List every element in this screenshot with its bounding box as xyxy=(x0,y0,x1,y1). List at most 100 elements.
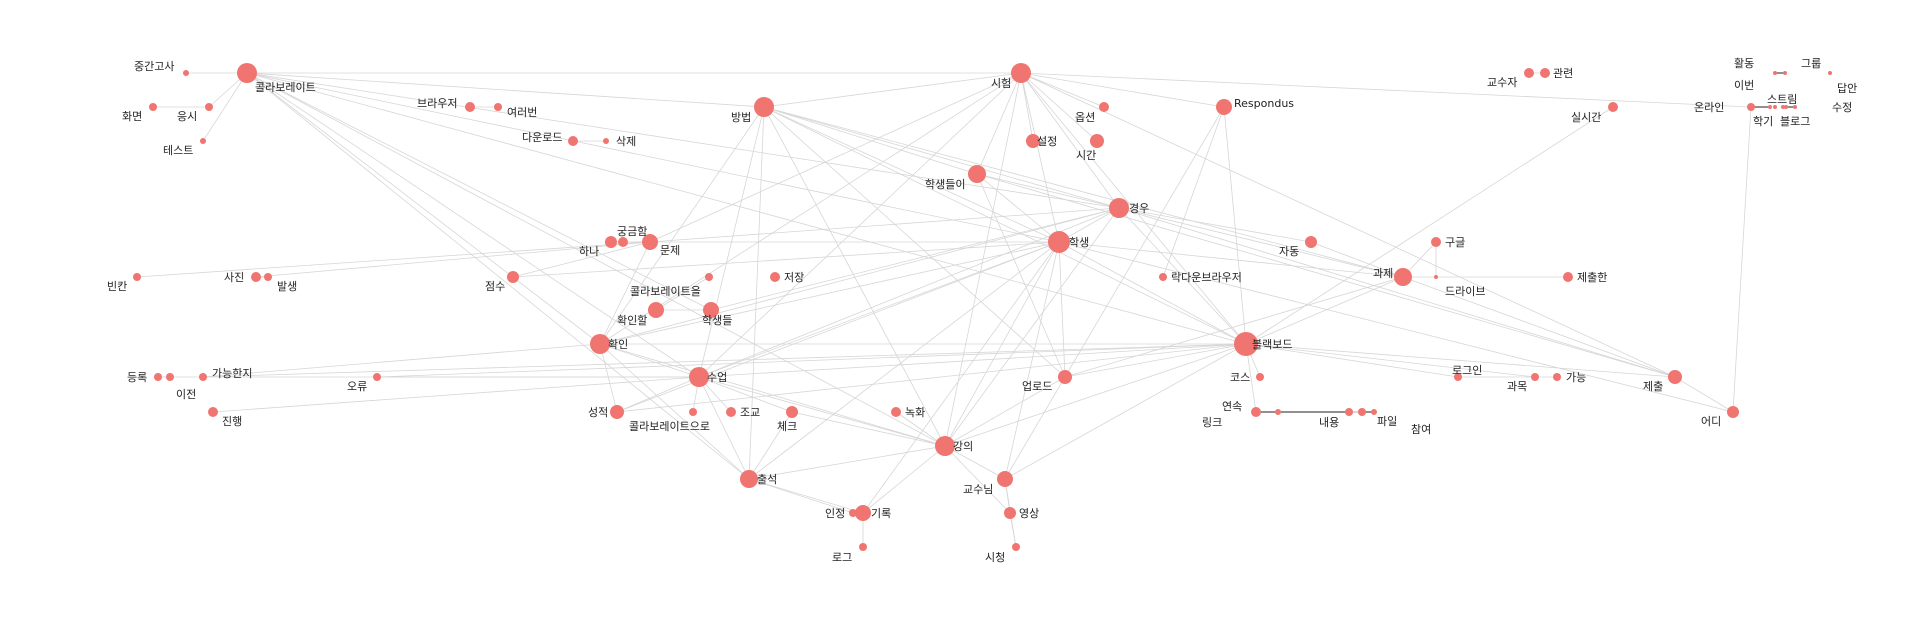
node-n_link[interactable] xyxy=(1251,407,1261,417)
node-n_photo[interactable] xyxy=(251,272,261,282)
node-n_download[interactable] xyxy=(568,136,578,146)
node-label-n_error: 오류 xyxy=(347,380,367,393)
node-n_log[interactable] xyxy=(859,543,867,551)
node-n_time[interactable] xyxy=(1090,134,1104,148)
node-n_edit[interactable] xyxy=(1793,105,1797,109)
node-label-n_record: 기록 xyxy=(871,507,891,520)
edge-n_test-n_collab xyxy=(202,72,248,142)
node-n_lookup[interactable] xyxy=(726,407,736,417)
node-n_upload[interactable] xyxy=(1058,370,1072,384)
node-n_activity[interactable] xyxy=(1773,71,1777,75)
node-n_prof[interactable] xyxy=(997,471,1013,487)
node-label-n_screen: 화면 xyxy=(122,110,142,123)
node-n_student[interactable] xyxy=(1048,231,1070,253)
node-n_certify[interactable] xyxy=(849,509,857,517)
node-n_score[interactable] xyxy=(507,271,519,283)
node-n_subject[interactable] xyxy=(1531,373,1539,381)
edge-n_method-n_student xyxy=(763,106,1060,243)
node-label-n_method: 방법 xyxy=(731,111,751,124)
node-n_one[interactable] xyxy=(605,236,617,248)
node-n_options[interactable] xyxy=(1099,102,1109,112)
node-n_screen[interactable] xyxy=(149,103,157,111)
node-n_semester[interactable] xyxy=(1768,105,1772,109)
node-n_collab[interactable] xyxy=(237,63,257,83)
node-n_proceed[interactable] xyxy=(208,407,218,417)
edge-n_confirm-n_problem xyxy=(599,241,651,345)
edge-n_lecture-n_record xyxy=(862,445,946,514)
node-label-n_log: 로그 xyxy=(832,551,852,564)
edge-n_case-n_submit xyxy=(1118,207,1676,378)
node-n_part[interactable] xyxy=(1371,409,1377,415)
node-n_confirmable[interactable] xyxy=(648,302,664,318)
node-n_auto[interactable] xyxy=(1305,236,1317,248)
node-n_occur[interactable] xyxy=(264,273,272,281)
node-n_blank[interactable] xyxy=(133,273,141,281)
node-n_error[interactable] xyxy=(373,373,381,381)
node-n_attend[interactable] xyxy=(740,470,758,488)
node-n_students[interactable] xyxy=(703,302,719,318)
node-n_several[interactable] xyxy=(494,103,502,111)
node-n_check[interactable] xyxy=(786,406,798,418)
edge-n_student-n_confirm xyxy=(599,241,1060,345)
node-n_professor[interactable] xyxy=(1524,68,1534,78)
node-n_exam[interactable] xyxy=(1011,63,1031,83)
node-n_browser[interactable] xyxy=(465,102,475,112)
edge-n_students2-n_upload xyxy=(976,173,1066,378)
node-n_confirm[interactable] xyxy=(590,334,610,354)
node-n_save[interactable] xyxy=(770,272,780,282)
node-n_blog[interactable] xyxy=(1784,105,1788,109)
node-n_grade[interactable] xyxy=(610,405,624,419)
node-n_curious[interactable] xyxy=(618,237,628,247)
node-n_online[interactable] xyxy=(1747,103,1755,111)
node-n_submit[interactable] xyxy=(1668,370,1682,384)
node-n_take[interactable] xyxy=(205,103,213,111)
node-n_collab_by[interactable] xyxy=(689,408,697,416)
node-n_blackboard[interactable] xyxy=(1234,332,1258,356)
node-n_before2[interactable] xyxy=(1773,105,1777,109)
node-n_video[interactable] xyxy=(1004,507,1016,519)
node-label-n_before: 이전 xyxy=(176,388,196,401)
node-label-n_settings: 설정 xyxy=(1037,135,1057,148)
node-n_settings[interactable] xyxy=(1026,134,1040,148)
node-label-n_several: 여러번 xyxy=(507,106,537,119)
node-n_login[interactable] xyxy=(1454,373,1462,381)
node-n_midterm[interactable] xyxy=(183,70,189,76)
edge-n_blackboard-n_possible_q xyxy=(202,343,1247,378)
node-n_stream[interactable] xyxy=(1781,105,1785,109)
node-n_class[interactable] xyxy=(689,367,709,387)
node-n_before[interactable] xyxy=(166,373,174,381)
node-n_assign[interactable] xyxy=(1394,268,1412,286)
node-n_record[interactable] xyxy=(855,505,871,521)
node-n_respondus[interactable] xyxy=(1216,99,1232,115)
node-n_problem[interactable] xyxy=(642,234,658,250)
node-n_collab_obj[interactable] xyxy=(705,273,713,281)
node-n_lecture[interactable] xyxy=(935,436,955,456)
node-n_realtime[interactable] xyxy=(1608,102,1618,112)
edge-n_blackboard-n_upload xyxy=(1064,343,1247,378)
node-n_delete[interactable] xyxy=(603,138,609,144)
node-n_continue[interactable] xyxy=(1275,409,1281,415)
node-n_method[interactable] xyxy=(754,97,774,117)
node-n_drive[interactable] xyxy=(1434,275,1438,279)
node-n_students2[interactable] xyxy=(968,165,986,183)
node-label-n_login: 로그인 xyxy=(1452,364,1482,377)
node-n_course[interactable] xyxy=(1256,373,1264,381)
node-n_related[interactable] xyxy=(1540,68,1550,78)
node-n_lockdown[interactable] xyxy=(1159,273,1167,281)
node-n_content[interactable] xyxy=(1345,408,1353,416)
node-n_test[interactable] xyxy=(200,138,206,144)
node-n_submitted[interactable] xyxy=(1563,272,1573,282)
node-n_case[interactable] xyxy=(1109,198,1129,218)
node-n_possible[interactable] xyxy=(1553,373,1561,381)
node-label-n_related: 관련 xyxy=(1553,67,1573,80)
node-n_file[interactable] xyxy=(1358,408,1366,416)
node-n_group[interactable] xyxy=(1783,71,1787,75)
node-n_answer[interactable] xyxy=(1828,71,1832,75)
node-n_recording[interactable] xyxy=(891,407,901,417)
node-n_register[interactable] xyxy=(154,373,162,381)
node-n_google[interactable] xyxy=(1431,237,1441,247)
node-n_possible_q[interactable] xyxy=(199,373,207,381)
edge-n_blackboard-n_grade xyxy=(616,343,1247,413)
node-n_where[interactable] xyxy=(1727,406,1739,418)
node-n_watch[interactable] xyxy=(1012,543,1020,551)
